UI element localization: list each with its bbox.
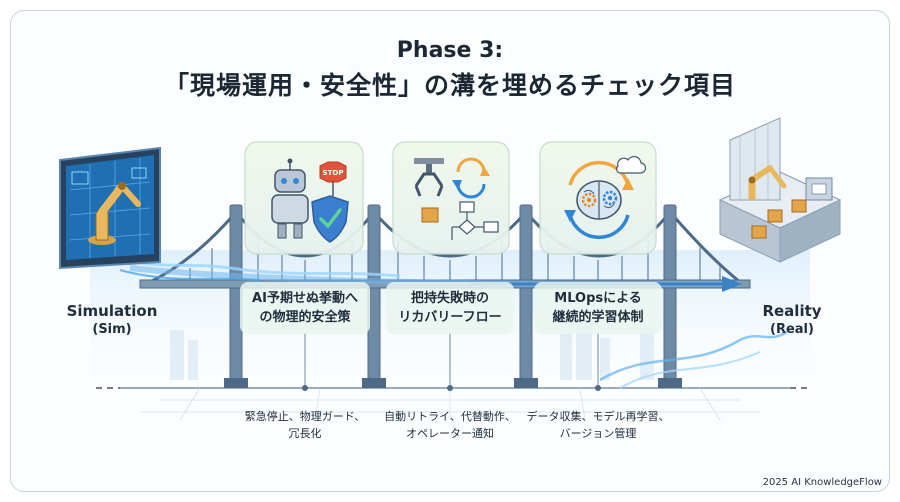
phase-title: Phase 3: xyxy=(396,38,504,63)
check-1-detail: 緊急停止、物理ガード、 冗長化 xyxy=(244,410,366,440)
reality-name: Reality xyxy=(762,302,822,320)
grid-floor xyxy=(140,387,760,421)
check-1-title: AI予期せぬ挙動へ の物理的安全策 xyxy=(252,291,358,325)
check-3-detail: データ収集、モデル再学習、 バージョン管理 xyxy=(526,410,670,440)
stop-sign-text: STOP xyxy=(323,169,344,177)
robot-shield-icon: STOP xyxy=(271,158,349,243)
flow-arrowhead xyxy=(722,276,742,292)
simulation-label: Simulation (Sim) xyxy=(62,302,162,337)
check-2-title: 把持失敗時の リカバリーフロー xyxy=(398,291,502,325)
check-2-detail: 自動リトライ、代替動作、 オペレーター通知 xyxy=(384,410,516,440)
footer-credit: 2025 AI KnowledgeFlow xyxy=(762,477,882,488)
reality-label: Reality (Real) xyxy=(752,302,832,337)
simulation-name: Simulation xyxy=(66,302,158,320)
brain-cycle-icon xyxy=(564,155,647,240)
bridge-towers xyxy=(229,204,677,388)
main-title: 「現場運用・安全性」の溝を埋めるチェック項目 xyxy=(163,71,736,100)
gripper-flow-icon xyxy=(414,157,499,240)
check-3-title: MLOpsによる 継続的学習体制 xyxy=(552,291,644,325)
leader-lines xyxy=(304,332,599,388)
tower-bases xyxy=(224,378,682,388)
simulation-monitor-icon xyxy=(59,146,161,270)
factory-reality-icon xyxy=(718,117,842,263)
simulation-sub: (Sim) xyxy=(92,322,132,337)
reality-sub: (Real) xyxy=(770,322,814,337)
